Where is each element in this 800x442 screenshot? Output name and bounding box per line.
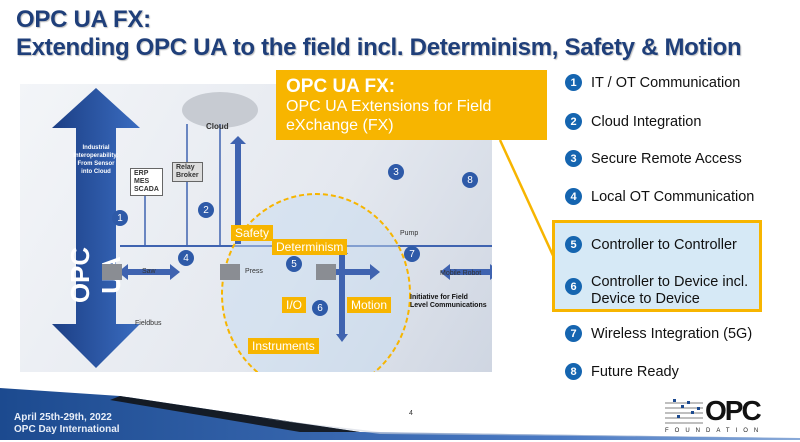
initiative-label: Initiative for Field Level Communication… (410, 294, 487, 310)
arrow-caption: Industrial Interoperability: From Sensor… (66, 144, 126, 176)
footer-band (0, 388, 800, 440)
callout-heading: OPC UA FX: (286, 76, 396, 97)
fx-callout: OPC UA FX: OPC UA Extensions for Field e… (276, 70, 547, 140)
badge-6-icon: 6 (565, 278, 582, 295)
slide-title-line2: Extending OPC UA to the field incl. Dete… (16, 34, 742, 61)
legend-label: Cloud Integration (591, 113, 702, 130)
legend-item: 8 Future Ready (565, 363, 679, 380)
mobile-robot-label: Mobile Robot (440, 270, 482, 277)
opc-logo-icon (665, 399, 703, 424)
legend-item: 3 Secure Remote Access (565, 150, 742, 167)
legend-label: Local OT Communication (591, 188, 755, 205)
safety-tag: Safety (231, 225, 274, 241)
fieldbus-label: Fieldbus (135, 320, 162, 327)
instruments-tag: Instruments (248, 338, 319, 354)
badge-5-icon: 5 (565, 236, 582, 253)
interoperability-arrow-icon (52, 88, 140, 368)
legend-label-line2: Device to Device (591, 291, 700, 307)
event-date: April 25th-29th, 2022 (14, 412, 112, 423)
logo-subtext: FOUNDATION (665, 428, 765, 434)
badge-4-icon: 4 (565, 188, 582, 205)
initiative-line: Initiative for Field (410, 294, 468, 301)
logo-text: OPC (705, 395, 762, 426)
diagram-badge-2: 2 (198, 202, 214, 218)
diagram-badge-5: 5 (286, 256, 302, 272)
callout-subtitle-line2: eXchange (FX) (286, 117, 394, 134)
relay-broker-box: Relay Broker (172, 162, 203, 182)
arrow-caption-line: Industrial (82, 145, 110, 151)
legend-item: 5 Controller to Controller (565, 236, 737, 253)
slide-title-line1: OPC UA FX: (16, 6, 151, 33)
legend-label: Wireless Integration (5G) (591, 325, 753, 342)
cloud-label: Cloud (206, 122, 229, 131)
badge-7-icon: 7 (565, 325, 582, 342)
opc-foundation-logo: OPC FOUNDATION (663, 393, 773, 437)
relay-label: Relay (176, 164, 195, 171)
legend-label-line1: Controller to Device incl. (591, 274, 749, 290)
badge-1-icon: 1 (565, 74, 582, 91)
legend-label: IT / OT Communication (591, 74, 741, 91)
erp-box: ERP MES SCADA (130, 168, 163, 196)
legend-item: 4 Local OT Communication (565, 188, 754, 205)
diagram-badge-1: 1 (112, 210, 128, 226)
badge-3-icon: 3 (565, 150, 582, 167)
initiative-line: Level Communications (410, 302, 487, 309)
diagram-badge-7: 7 (404, 246, 420, 262)
diagram-badge-8: 8 (462, 172, 478, 188)
erp-label: ERP (134, 170, 149, 177)
diagram-badge-6: 6 (312, 300, 328, 316)
event-name: OPC Day International (14, 424, 120, 435)
saw-label: Saw (142, 268, 156, 275)
pump-label: Pump (400, 230, 419, 237)
arrow-caption-line: From Sensor (77, 161, 115, 167)
legend-item: 2 Cloud Integration (565, 113, 701, 130)
broker-label: Broker (176, 172, 199, 179)
legend-item: 1 IT / OT Communication (565, 74, 740, 91)
motion-tag: Motion (347, 297, 392, 313)
callout-subtitle-line1: OPC UA Extensions for Field (286, 98, 492, 115)
legend-item: 6 Controller to Device incl.Device to Dev… (565, 274, 748, 308)
arrow-caption-line: Interoperability: (73, 153, 119, 159)
diagram-badge-4: 4 (178, 250, 194, 266)
arrow-caption-line: into Cloud (81, 169, 111, 175)
highlight-box (552, 220, 762, 312)
mes-label: MES (134, 178, 150, 185)
diagram-badge-3: 3 (388, 164, 404, 180)
badge-2-icon: 2 (565, 113, 582, 130)
determinism-tag: Determinism (272, 239, 348, 255)
legend-label: Controller to Controller (591, 236, 737, 253)
io-tag: I/O (282, 297, 307, 313)
press-label: Press (245, 268, 263, 275)
legend-item: 7 Wireless Integration (5G) (565, 325, 752, 342)
page-number: 4 (409, 410, 413, 417)
badge-8-icon: 8 (565, 363, 582, 380)
legend-label: Secure Remote Access (591, 150, 742, 167)
legend-label: Future Ready (591, 363, 679, 380)
cloud-shape (182, 92, 258, 128)
legend-label: Controller to Device incl.Device to Devi… (591, 274, 748, 308)
scada-label: SCADA (134, 186, 159, 193)
